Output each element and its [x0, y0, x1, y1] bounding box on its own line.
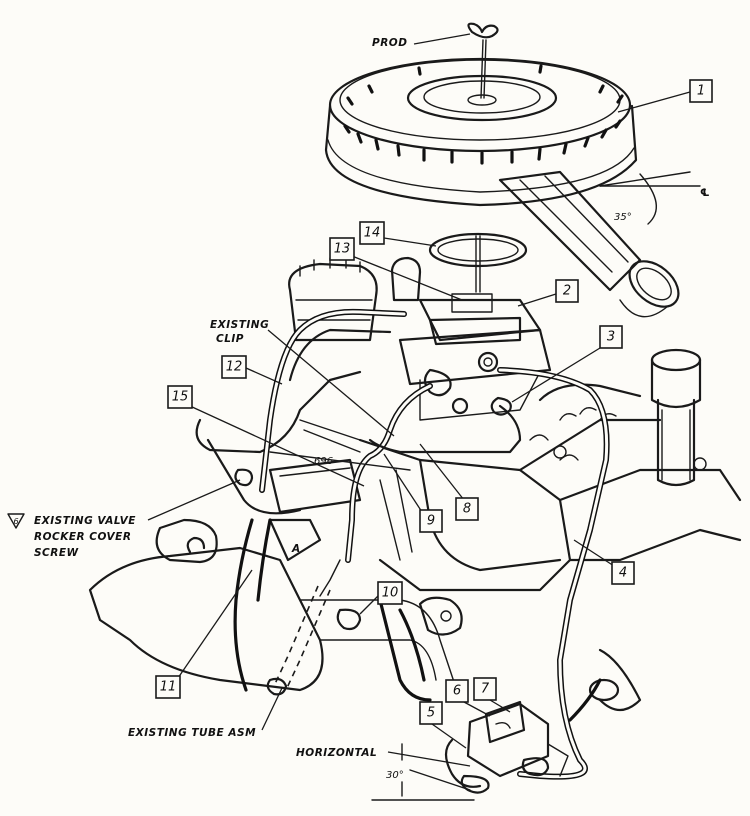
- valve-note-line-2: ROCKER COVER: [34, 531, 131, 543]
- existing-clip-label-1: EXISTING: [210, 319, 269, 331]
- callout-4-number: 4: [619, 566, 627, 581]
- existing-clip-note: EXISTING CLIP: [210, 319, 395, 437]
- carburetor: [398, 293, 552, 421]
- callout-3-number: 3: [607, 330, 615, 345]
- existing-tube-note: EXISTING TUBE ASM: [128, 677, 288, 739]
- callout-7: 7: [473, 677, 511, 713]
- valve-note-line-1: EXISTING VALVE: [34, 515, 136, 527]
- prod-callout: PROD: [372, 33, 471, 49]
- letter-a-label: A: [291, 543, 301, 555]
- callout-1-number: 1: [697, 84, 705, 99]
- callout-4: 4: [573, 539, 635, 585]
- gaskets: [428, 232, 528, 293]
- angle-35-dimension: 35° ℄: [599, 171, 710, 225]
- callout-5-number: 5: [427, 706, 435, 721]
- air-cleaner: [324, 22, 680, 318]
- callout-10: 10: [359, 581, 403, 615]
- callout-6: 6: [445, 679, 491, 717]
- callout-9-number: 9: [427, 514, 435, 529]
- callout-14: 14: [359, 221, 437, 247]
- callout-14-number: 14: [364, 226, 381, 241]
- callout-13-number: 13: [334, 242, 351, 257]
- callout-15: 15: [167, 385, 365, 487]
- existing-tube-label: EXISTING TUBE ASM: [128, 727, 256, 739]
- centerline-symbol: ℄: [700, 187, 710, 199]
- valve-note-marker: 6: [13, 517, 18, 526]
- callout-15-number: 15: [172, 390, 189, 405]
- callout-5: 5: [419, 701, 467, 749]
- vacuum-tubes: [259, 308, 610, 780]
- callout-8: 8: [419, 443, 479, 521]
- coil: [390, 256, 422, 302]
- callout-7-number: 7: [481, 682, 490, 697]
- oil-filler: [650, 348, 702, 487]
- callout-2: 2: [517, 279, 579, 307]
- callout-12-number: 12: [226, 360, 243, 375]
- dim-696-label: 696: [314, 456, 333, 467]
- existing-clip-label-2: CLIP: [216, 333, 244, 345]
- callout-9: 9: [383, 453, 443, 533]
- horizontal-label: HORIZONTAL: [296, 747, 377, 759]
- callout-1: 1: [617, 79, 713, 113]
- prod-label: PROD: [372, 37, 407, 49]
- callout-6-number: 6: [453, 684, 461, 699]
- valve-assembly: [444, 700, 569, 794]
- callout-3: 3: [511, 325, 623, 403]
- valve-rocker-note: 6 EXISTING VALVE ROCKER COVER SCREW: [7, 468, 254, 559]
- callout-11-number: 11: [160, 680, 177, 695]
- angle-35-label: 35°: [614, 212, 632, 223]
- callout-10-number: 10: [382, 586, 399, 601]
- dimension-696: 696 A: [269, 451, 411, 555]
- plug-wires: [233, 518, 602, 722]
- callout-11: 11: [155, 569, 253, 699]
- callout-12: 12: [221, 355, 283, 385]
- callout-13: 13: [329, 237, 463, 301]
- angle-30-label: 30°: [386, 770, 404, 781]
- horizontal-note: HORIZONTAL 30°: [296, 743, 475, 801]
- callout-2-number: 2: [563, 284, 571, 299]
- valve-note-line-3: SCREW: [34, 547, 79, 559]
- callout-8-number: 8: [463, 502, 471, 517]
